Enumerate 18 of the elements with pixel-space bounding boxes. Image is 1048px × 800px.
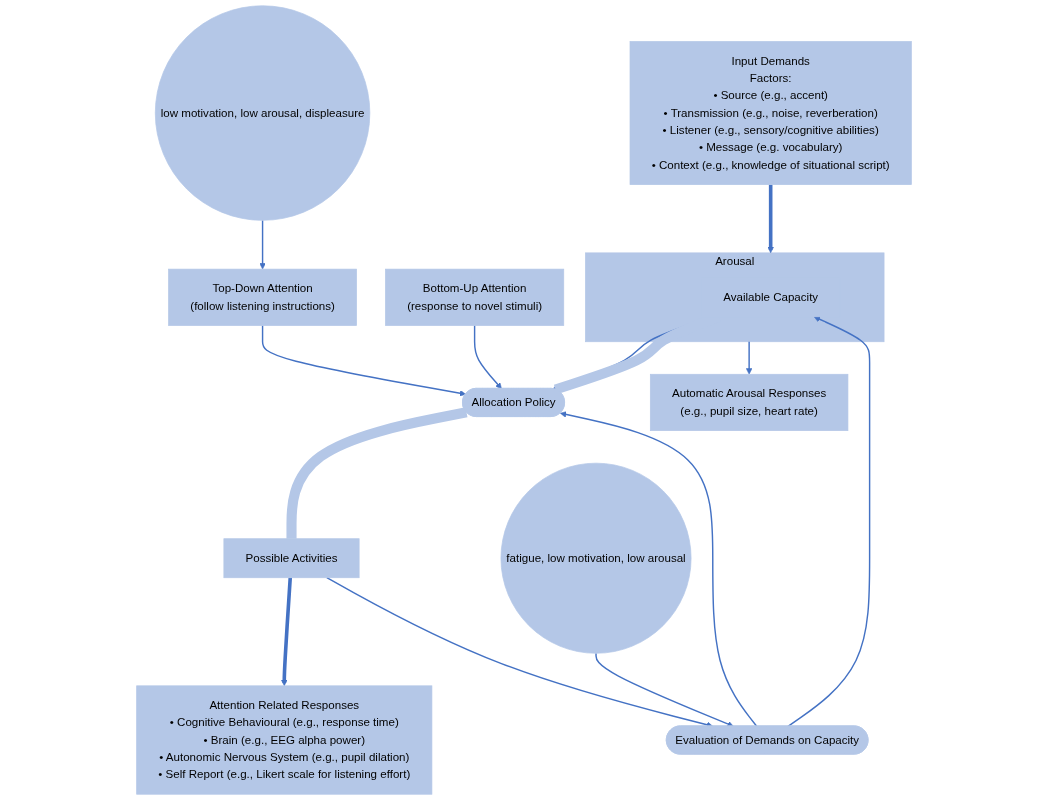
arrow	[787, 316, 871, 727]
node-box: Attention Related Responses • Cognitive Behavioural (e.g., response time) • Brain (e.g., EEG alpha power) • Autonomic Nervous System (e.g., pupil dilation) • Self Report (e.g., Likert scale for listening effort)	[136, 685, 433, 795]
node-circle: fatigue, low motivation, low arousal	[500, 462, 692, 654]
node-box: Automatic Arousal Responses (e.g., pupil size, heart rate)	[649, 373, 849, 431]
connector	[286, 407, 468, 539]
arrow	[745, 341, 753, 375]
node-box: Input Demands Factors: • Source (e.g., accent) • Transmission (e.g., noise, reverberation) • Listener (e.g., sensory/cognitive abilities) • Message (e.g. vocabulary) • Context (e.g., knowledge of situational script)	[629, 41, 912, 185]
arrow	[473, 324, 502, 389]
node-box: Top-Down Attention (follow listening instructions)	[168, 268, 357, 326]
node-circle: low motivation, low arousal, displeasure	[154, 5, 371, 221]
node-box: Bottom-Up Attention (response to novel stimuli)	[385, 268, 565, 326]
node-text: Available Capacity	[723, 290, 819, 304]
arrow	[259, 219, 266, 270]
arrow	[560, 411, 758, 727]
node-box: Possible Activities	[223, 538, 360, 579]
arrow	[261, 324, 466, 397]
arrow	[767, 184, 774, 254]
arrow	[281, 577, 293, 687]
